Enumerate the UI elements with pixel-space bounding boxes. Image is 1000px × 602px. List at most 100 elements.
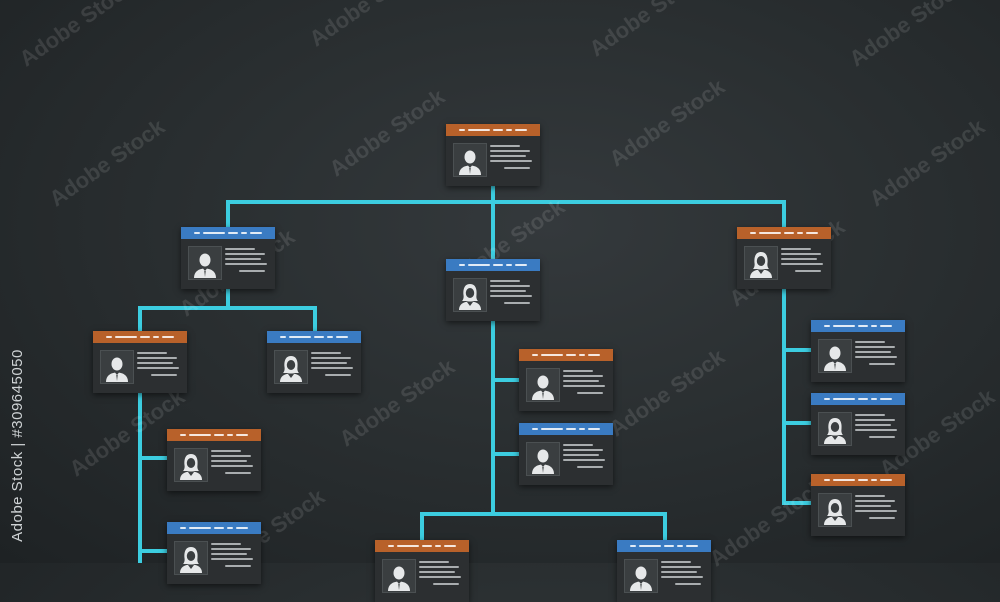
node-body	[519, 361, 613, 411]
node-body	[737, 239, 831, 289]
org-node-center-bottom-left[interactable]	[375, 540, 469, 602]
org-node-left-sub-1[interactable]	[93, 331, 187, 393]
placeholder-line	[855, 414, 885, 416]
node-header-bar	[181, 227, 275, 239]
node-header-bar	[446, 259, 540, 271]
org-node-right-sub-2[interactable]	[811, 393, 905, 455]
org-node-left-sub-2[interactable]	[267, 331, 361, 393]
man-icon	[532, 375, 554, 400]
placeholder-line	[855, 500, 895, 502]
placeholder-line	[137, 352, 167, 354]
placeholder-line	[225, 253, 265, 255]
header-placeholder-text	[115, 336, 137, 338]
header-placeholder-text	[459, 264, 465, 266]
placeholder-line	[869, 517, 895, 519]
header-placeholder-text	[515, 129, 527, 131]
org-node-center-manager[interactable]	[446, 259, 540, 321]
placeholder-line	[225, 263, 267, 265]
header-placeholder-text	[639, 545, 661, 547]
placeholder-line	[855, 341, 885, 343]
avatar	[818, 412, 852, 446]
header-placeholder-text	[588, 428, 600, 430]
placeholder-line	[211, 450, 241, 452]
placeholder-line	[211, 548, 251, 550]
placeholder-line	[137, 357, 177, 359]
man-icon	[824, 346, 846, 371]
header-placeholder-text	[579, 428, 585, 430]
placeholder-line	[661, 576, 703, 578]
node-body	[617, 552, 711, 602]
node-placeholder-text	[781, 248, 825, 275]
placeholder-line	[855, 429, 897, 431]
placeholder-line	[490, 155, 526, 157]
woman-icon	[180, 454, 202, 480]
header-placeholder-text	[189, 434, 211, 436]
org-node-center-sub-2[interactable]	[519, 423, 613, 485]
node-body	[167, 441, 261, 491]
org-node-right-sub-1[interactable]	[811, 320, 905, 382]
placeholder-line	[490, 150, 530, 152]
header-placeholder-text	[797, 232, 803, 234]
node-body	[181, 239, 275, 289]
header-placeholder-text	[750, 232, 756, 234]
avatar	[100, 350, 134, 384]
woman-icon	[750, 252, 772, 278]
header-placeholder-text	[250, 232, 262, 234]
node-body	[375, 552, 469, 602]
header-placeholder-text	[858, 479, 868, 481]
placeholder-line	[211, 558, 253, 560]
header-placeholder-text	[858, 325, 868, 327]
placeholder-line	[781, 248, 811, 250]
header-placeholder-text	[314, 336, 324, 338]
header-placeholder-text	[759, 232, 781, 234]
placeholder-line	[137, 367, 179, 369]
org-node-root[interactable]	[446, 124, 540, 186]
node-body	[811, 486, 905, 536]
header-placeholder-text	[227, 527, 233, 529]
header-placeholder-text	[180, 527, 186, 529]
org-chart-connectors	[138, 184, 813, 563]
placeholder-line	[869, 363, 895, 365]
placeholder-line	[661, 566, 701, 568]
header-placeholder-text	[871, 398, 877, 400]
placeholder-line	[577, 392, 603, 394]
woman-icon	[459, 284, 481, 310]
node-body	[811, 405, 905, 455]
man-icon	[106, 357, 128, 382]
org-node-left-manager[interactable]	[181, 227, 275, 289]
placeholder-line	[855, 505, 891, 507]
man-icon	[459, 150, 481, 175]
org-node-left-sub-1-child-2[interactable]	[167, 522, 261, 584]
placeholder-line	[490, 280, 520, 282]
org-node-center-sub-1[interactable]	[519, 349, 613, 411]
header-placeholder-text	[824, 325, 830, 327]
header-placeholder-text	[541, 354, 563, 356]
header-placeholder-text	[493, 129, 503, 131]
header-placeholder-text	[588, 354, 600, 356]
placeholder-line	[563, 380, 599, 382]
header-placeholder-text	[180, 434, 186, 436]
org-node-center-bottom-right[interactable]	[617, 540, 711, 602]
header-placeholder-text	[289, 336, 311, 338]
avatar	[453, 143, 487, 177]
header-placeholder-text	[336, 336, 348, 338]
placeholder-line	[577, 466, 603, 468]
placeholder-line	[490, 285, 530, 287]
header-placeholder-text	[515, 264, 527, 266]
org-node-right-manager[interactable]	[737, 227, 831, 289]
org-node-right-sub-3[interactable]	[811, 474, 905, 536]
node-placeholder-text	[563, 370, 607, 397]
header-placeholder-text	[227, 434, 233, 436]
org-node-left-sub-1-child-1[interactable]	[167, 429, 261, 491]
placeholder-line	[855, 510, 897, 512]
header-placeholder-text	[214, 527, 224, 529]
placeholder-line	[563, 459, 605, 461]
header-placeholder-text	[468, 264, 490, 266]
node-placeholder-text	[490, 145, 534, 172]
header-placeholder-text	[140, 336, 150, 338]
header-placeholder-text	[532, 354, 538, 356]
header-placeholder-text	[833, 398, 855, 400]
placeholder-line	[211, 543, 241, 545]
avatar	[174, 541, 208, 575]
placeholder-line	[490, 160, 532, 162]
